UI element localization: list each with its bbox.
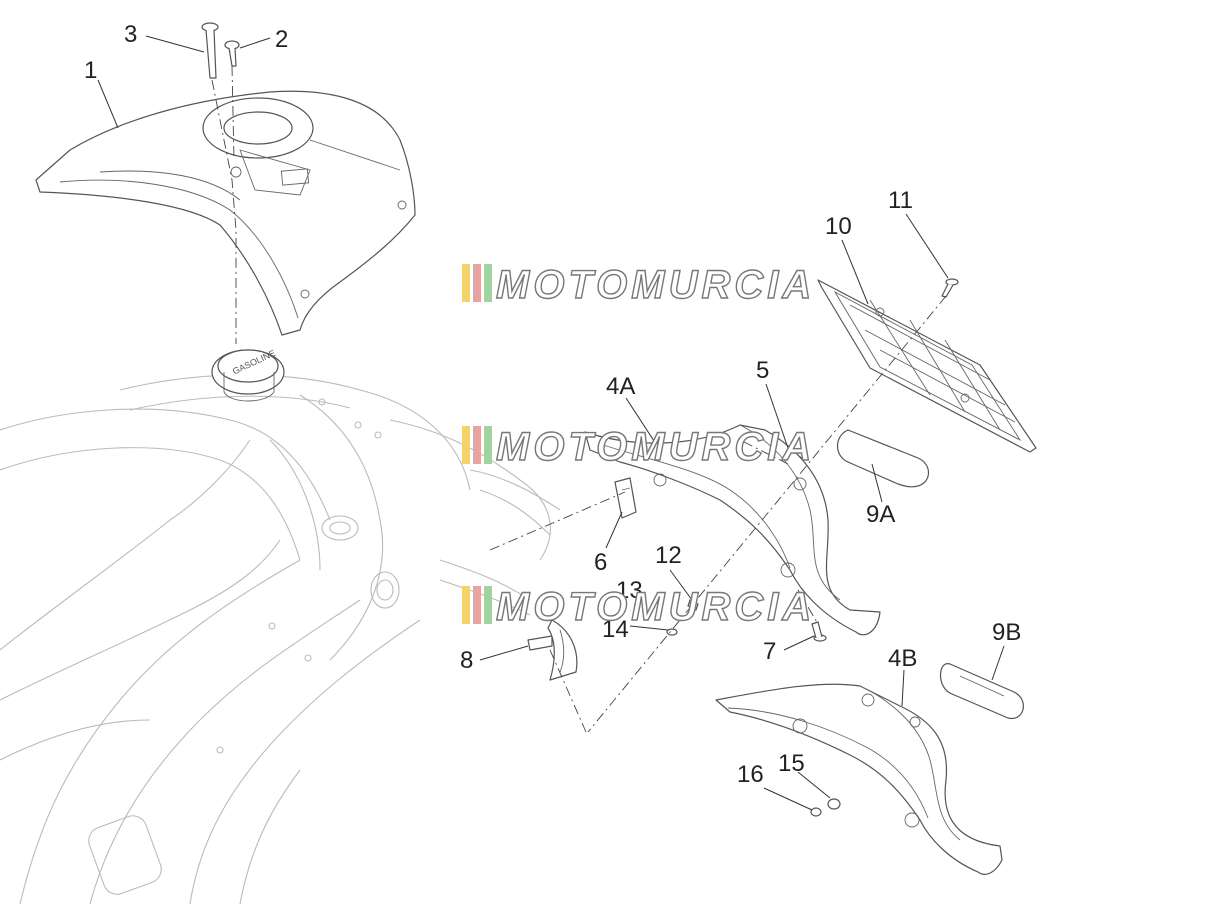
callout-8: 8 (460, 647, 473, 674)
watermark-text-1: MOTOMURCIA (496, 263, 815, 307)
callout-9b: 9B (992, 619, 1021, 646)
watermark-stripe-2 (473, 264, 481, 302)
part-2-screw (224, 40, 240, 67)
callout-5: 5 (756, 357, 769, 384)
part-6-clip (614, 477, 637, 519)
part-8-clip (527, 635, 553, 651)
part-1-rear-cover (35, 90, 416, 336)
bracket (547, 619, 578, 681)
part-10-plate-holder (817, 279, 1037, 453)
callout-9a: 9A (866, 501, 895, 528)
leader-lines (97, 35, 1005, 811)
watermark-stripe-1 (462, 264, 470, 302)
callout-6: 6 (594, 549, 607, 576)
assembly-lines (211, 65, 947, 733)
part-9a-reflector (836, 429, 930, 488)
scooter-frame (0, 374, 561, 904)
watermark-stripe-2 (473, 586, 481, 624)
callout-3: 3 (124, 21, 137, 48)
watermark-stripe-3 (484, 264, 492, 302)
callout-labels: 1 2 3 4A 4B 5 6 7 8 9A 9B 10 11 12 13 14… (84, 21, 1021, 788)
part-12-bolt (687, 599, 699, 611)
watermark-text-2: MOTOMURCIA (496, 425, 815, 469)
callout-10: 10 (825, 213, 852, 240)
part-4b-mudguard (715, 683, 1003, 875)
part-11-screw (941, 278, 959, 298)
callout-1: 1 (84, 57, 97, 84)
part-14-nut (666, 628, 678, 636)
callout-13: 13 (616, 577, 643, 604)
callout-12: 12 (655, 542, 682, 569)
callout-2: 2 (275, 26, 288, 53)
part-3-screw (201, 22, 219, 79)
watermark-text-3: MOTOMURCIA (496, 585, 815, 629)
callout-4b: 4B (888, 645, 917, 672)
part-9b-reflector (939, 663, 1024, 719)
callout-15: 15 (778, 750, 805, 777)
fuel-cap: GASOLINE (211, 348, 285, 402)
watermark-stripe-2 (473, 426, 481, 464)
callout-14: 14 (602, 616, 629, 643)
callout-11: 11 (888, 187, 913, 214)
part-16-nut (810, 807, 822, 817)
watermark-1: MOTOMURCIA (462, 262, 815, 308)
callout-16: 16 (737, 761, 764, 788)
watermark-stripe-1 (462, 426, 470, 464)
watermark-stripe-3 (484, 586, 492, 624)
part-4a-mudguard (584, 424, 881, 636)
callout-7: 7 (763, 638, 776, 665)
watermark-3: MOTOMURCIA (462, 584, 815, 630)
part-7-screw (811, 621, 827, 642)
watermark-2: MOTOMURCIA (462, 424, 815, 470)
watermark-stripe-3 (484, 426, 492, 464)
callout-4a: 4A (606, 373, 635, 400)
part-15-washer (827, 798, 841, 810)
watermark-stripe-1 (462, 586, 470, 624)
